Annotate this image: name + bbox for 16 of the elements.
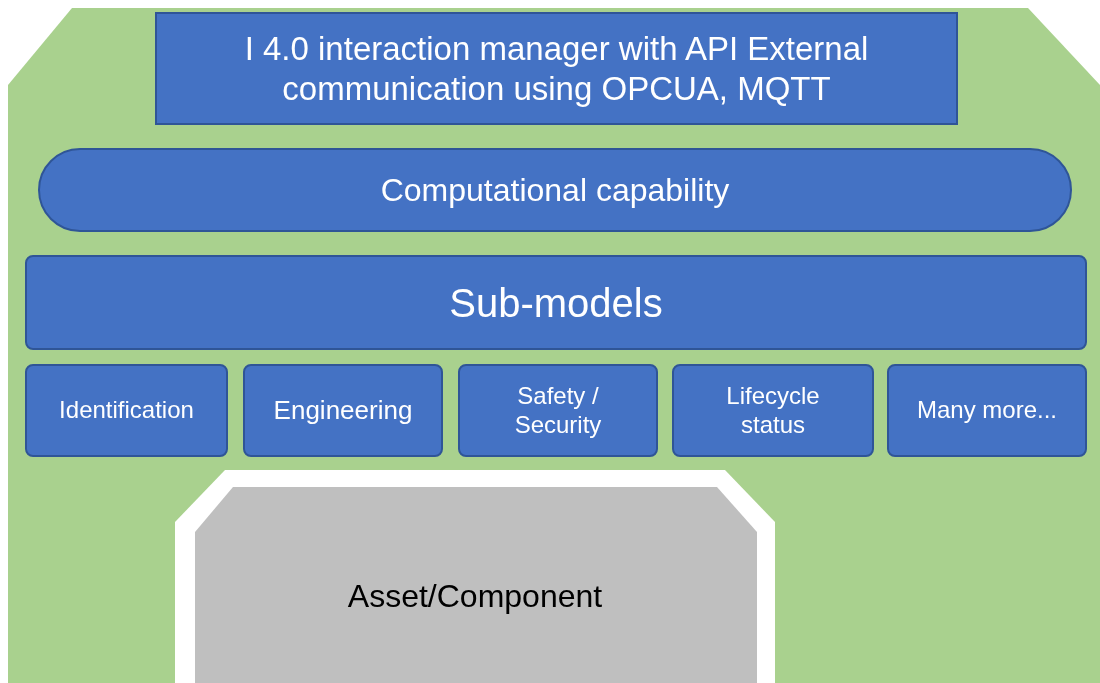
sub-model-box bbox=[25, 364, 228, 457]
box-label: Computational capability bbox=[380, 170, 730, 210]
interaction-manager-box bbox=[155, 12, 958, 125]
box-label: Identification bbox=[59, 396, 194, 425]
sub-model-box bbox=[887, 364, 1087, 457]
sub-models-bar bbox=[25, 255, 1087, 350]
box-label: Lifecycle status bbox=[725, 381, 821, 440]
asset-label: Asset/Component bbox=[347, 577, 603, 616]
box-label: Sub-models bbox=[449, 279, 663, 327]
sub-model-box bbox=[243, 364, 443, 457]
box-label: Many more... bbox=[916, 396, 1057, 425]
box-label: Safety / Security bbox=[513, 381, 603, 440]
sub-model-box bbox=[458, 364, 658, 457]
sub-model-box bbox=[672, 364, 874, 457]
box-label: I 4.0 interaction manager with API External communication using OPCUA, MQTT bbox=[243, 28, 870, 109]
box-label: Engineering bbox=[273, 394, 413, 427]
